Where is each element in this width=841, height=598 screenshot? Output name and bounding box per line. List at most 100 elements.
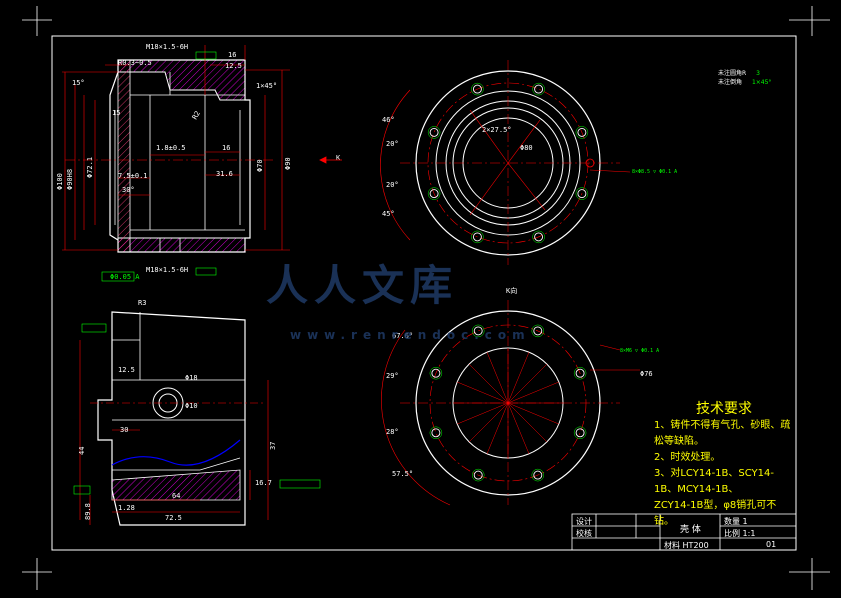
center-spoke (507, 402, 530, 454)
center-spoke (486, 352, 509, 404)
dim-front-725: 72.5 (165, 514, 182, 522)
bolt-hole-ring (575, 126, 589, 139)
dim-15deg: 15° (72, 79, 85, 87)
dim-m18-top: M18×1.5-6H (146, 43, 188, 51)
watermark-url: www.renrendoc.com (290, 328, 531, 342)
front-dim-labels: R3 12.5 Φ18 Φ10 30 44 37 16.7 64 72.5 1.… (78, 299, 277, 522)
dim-phi721: Φ72.1 (86, 157, 94, 178)
bolt-holes-bottom (429, 324, 587, 482)
tb-material: 材料 HT200 (664, 541, 709, 550)
bolt-hole-ring (532, 230, 545, 244)
title-block (571, 513, 797, 551)
angle-20b: 20° (386, 181, 399, 189)
dim-front-128: 1.28 (118, 504, 135, 512)
bolt-hole (473, 326, 483, 336)
center-spoke (507, 352, 530, 404)
bolt-hole-ring (427, 187, 441, 200)
angle-28: 28° (386, 428, 399, 436)
bolt-hole (534, 84, 544, 94)
dim-30deg: 30° (122, 186, 135, 194)
bolt-hole (533, 326, 543, 336)
legend-label-2: 未注倒角 (718, 79, 743, 86)
legend-value-1: 3 (756, 70, 760, 77)
dim-phi70: Φ70 (256, 159, 264, 172)
bolt-hole (577, 189, 587, 199)
angle-2x275: 2×27.5° (482, 126, 512, 134)
tb-scale: 比例 1:1 (724, 529, 756, 538)
bolt-hole (533, 470, 543, 480)
dim-front-44: 44 (78, 447, 86, 455)
section-view: M18×1.5-6H M18×1.5-6H R0.3~0.5 16 12.5 1… (56, 43, 342, 282)
dim-125: 12.5 (225, 62, 242, 70)
tech-note-3: 3、对LCY14-1B、SCY14-1B、MCY14-1B、 (654, 468, 774, 495)
dim-r03: R0.3~0.5 (118, 59, 152, 67)
bolt-hole-ring (471, 230, 484, 244)
tb-design-label: 设计 (576, 517, 592, 526)
dim-phi90h8: Φ90H8 (66, 169, 74, 190)
bolt-hole-ring (471, 324, 485, 338)
bolt-hole-ring (531, 324, 545, 338)
bolt-hole-ring (573, 426, 587, 440)
dim-front-125: 12.5 (118, 366, 135, 374)
bolt-hole (575, 428, 585, 438)
k-view-label: K向 (506, 286, 517, 295)
dim-18: 1.8±0.5 (156, 144, 186, 152)
front-view: R3 12.5 Φ18 Φ10 30 44 37 16.7 64 72.5 1.… (73, 299, 321, 526)
legend-value-2: 1×45° (751, 79, 772, 86)
center-spoke (457, 381, 509, 404)
legend-label-1: 未注圆角R (718, 70, 747, 77)
bolt-hole-ring (573, 366, 587, 380)
angle-676: 67.6° (392, 332, 413, 340)
center-spoke (507, 381, 559, 404)
tb-qty: 数量 1 (724, 517, 748, 526)
tech-note-2: 2、时效处理。 (654, 452, 721, 463)
bolt-hole (577, 127, 587, 137)
dim-front-37: 37 (269, 442, 277, 450)
tb-part-name: 壳 体 (680, 525, 701, 535)
bolt-hole-ring (471, 468, 485, 482)
dim-front-167: 16.7 (255, 479, 272, 487)
tech-note-1: 1、铸件不得有气孔、砂眼、疏松等缺陷。 (654, 420, 791, 447)
center-spoke (507, 402, 559, 425)
dim-front-r3: R3 (138, 299, 146, 307)
center-spoke (468, 363, 509, 404)
center-spoke (468, 402, 509, 443)
hole-callout-top: 8×Φ8.5 ▽ Φ0.1 A (632, 169, 677, 175)
bolt-hole (472, 84, 482, 94)
dim-16: 16 (228, 51, 236, 59)
angle-20: 20° (386, 140, 399, 148)
legend: 未注圆角R 3 未注倒角 1×45° (718, 68, 771, 86)
dim-chamfer: 1×45° (256, 82, 277, 90)
center-spoke (457, 402, 509, 425)
center-spoke (507, 363, 548, 404)
bolt-hole-ring (429, 366, 443, 380)
dim-16b: 16 (222, 144, 230, 152)
flange-view-bottom: K向 67.6° 29° 28° 57.5° Φ76 8×M6 ▽ Φ0.1 A (381, 286, 659, 506)
watermark-cn: 人人文库 (266, 261, 459, 310)
dim-316: 31.6 (216, 170, 233, 178)
dim-front-64: 64 (172, 492, 180, 500)
dim-phi100: Φ100 (56, 173, 64, 190)
dim-m18-bottom: M18×1.5-6H (146, 266, 188, 274)
angle-575: 57.5° (392, 470, 413, 478)
drawing-frame (51, 35, 797, 551)
flange-view-top: 46° 20° 20° 45° 2×27.5° Φ80 8×Φ8.5 ▽ Φ0.… (380, 60, 677, 265)
bolt-hole (473, 470, 483, 480)
bolt-hole-ring (532, 82, 545, 96)
angle-45: 45° (382, 210, 395, 218)
bolt-hole-ring (429, 426, 443, 440)
tb-sheet-no: 01 (766, 540, 777, 549)
dim-r2: R2 (191, 110, 202, 121)
bolt-hole (472, 232, 482, 242)
tb-check-label: 校核 (576, 529, 592, 538)
hole-callout-bottom: 8×M6 ▽ Φ0.1 A (620, 348, 659, 354)
angle-46: 46° (382, 116, 395, 124)
dim-75: 7.5±0.1 (118, 172, 148, 180)
dim-front-phi18: Φ18 (185, 374, 198, 382)
section-dim-labels: M18×1.5-6H M18×1.5-6H R0.3~0.5 16 12.5 1… (56, 43, 341, 281)
bolt-hole-ring (531, 468, 545, 482)
tech-notes-title: 技术要求 (696, 401, 752, 417)
center-spoke (507, 402, 548, 443)
bolt-hole-ring (427, 126, 441, 139)
